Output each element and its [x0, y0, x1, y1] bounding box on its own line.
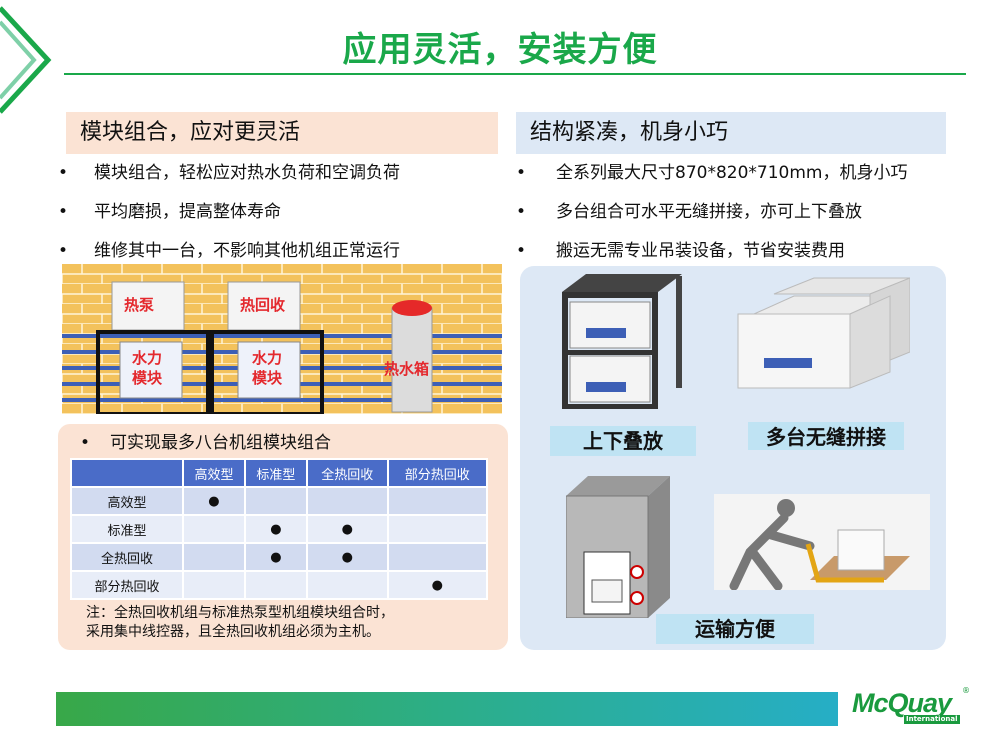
- table-cell: [182, 570, 246, 600]
- heat-recovery-label: 热回收: [240, 296, 286, 314]
- right-bullet-3-text: 搬运无需专业吊装设备，节省安装费用: [556, 241, 845, 261]
- right-bullet-2: •多台组合可水平无缝拼接，亦可上下叠放: [516, 202, 862, 222]
- table-cell: [386, 514, 489, 544]
- table-cell: [305, 486, 389, 516]
- right-bullet-1: •全系列最大尺寸870*820*710mm，机身小巧: [516, 163, 908, 183]
- side-by-side-units-illustration: [737, 277, 910, 389]
- mcquay-logo: McQuay International ®: [852, 686, 972, 728]
- brick-wall-illustration: [62, 264, 502, 414]
- left-bullet-1-text: 模块组合，轻松应对热水负荷和空调负荷: [94, 163, 400, 183]
- left-bullet-3-text: 维修其中一台，不影响其他机组正常运行: [94, 241, 400, 261]
- left-bullet-1: •模块组合，轻松应对热水负荷和空调负荷: [58, 163, 400, 183]
- table-cell: [182, 514, 246, 544]
- left-bullet-2-text: 平均磨损，提高整体寿命: [94, 202, 281, 222]
- stacked-units-illustration: [562, 274, 682, 409]
- table-header: 标准型: [243, 458, 308, 488]
- table-note: 注：全热回收机组与标准热泵型机组模块组合时， 采用集中线控器，且全热回收机组必须…: [86, 604, 394, 642]
- page-title: 应用灵活，安装方便: [342, 30, 658, 70]
- table-row-label: 部分热回收: [70, 570, 184, 600]
- table-header: 部分热回收: [386, 458, 489, 488]
- table-row-label: 标准型: [70, 514, 184, 544]
- caption-side-by-side: 多台无缝拼接: [748, 422, 904, 450]
- table-header: 高效型: [182, 458, 246, 488]
- table-cell: ●: [305, 542, 389, 572]
- table-note-line-1: 注：全热回收机组与标准热泵型机组模块组合时，: [86, 605, 394, 621]
- right-panel-heading: 结构紧凑，机身小巧: [516, 112, 946, 154]
- table-header: 全热回收: [305, 458, 389, 488]
- water-module-2-label: 水力模块: [251, 349, 282, 387]
- right-bullet-2-text: 多台组合可水平无缝拼接，亦可上下叠放: [556, 202, 862, 222]
- combination-bullet-text: 可实现最多八台机组模块组合: [110, 433, 331, 453]
- left-panel-heading: 模块组合，应对更灵活: [66, 112, 498, 154]
- table-row: 标准型 ● ●: [70, 514, 489, 544]
- logo-subtitle: International: [904, 715, 960, 724]
- right-bullet-1-text: 全系列最大尺寸870*820*710mm，机身小巧: [556, 163, 908, 183]
- table-note-line-2: 采用集中线控器，且全热回收机组必须为主机。: [86, 624, 380, 640]
- table-cell: [243, 570, 308, 600]
- module-combination-diagram: 热泵 热回收 水力模块 水力模块 热水箱: [62, 264, 502, 414]
- left-bullet-2: •平均磨损，提高整体寿命: [58, 202, 281, 222]
- table-cell: [305, 570, 389, 600]
- table-cell: ●: [386, 570, 489, 600]
- table-row: 部分热回收 ●: [70, 570, 489, 600]
- left-bullet-3: •维修其中一台，不影响其他机组正常运行: [58, 241, 400, 261]
- title-underline: [64, 73, 966, 75]
- table-row-label: 全热回收: [70, 542, 184, 572]
- table-cell: [243, 486, 308, 516]
- table-cell: [182, 542, 246, 572]
- table-row-label: 高效型: [70, 486, 184, 516]
- water-module-1-label: 水力模块: [131, 349, 162, 387]
- table-header: [70, 458, 184, 488]
- hot-water-tank-label: 热水箱: [384, 360, 430, 378]
- elevator-illustration: [566, 476, 670, 618]
- table-row: 全热回收 ● ●: [70, 542, 489, 572]
- caption-stack: 上下叠放: [550, 426, 696, 456]
- logo-registered: ®: [962, 686, 970, 695]
- table-cell: ●: [305, 514, 389, 544]
- table-row: 高效型 ●: [70, 486, 489, 516]
- chevron-decoration: [0, 6, 52, 114]
- heat-pump-label: 热泵: [124, 296, 155, 314]
- footer-bar: [56, 692, 838, 726]
- logo-wordmark: McQuay: [852, 688, 952, 718]
- right-bullet-3: •搬运无需专业吊装设备，节省安装费用: [516, 241, 845, 261]
- caption-transport: 运输方便: [656, 614, 814, 644]
- table-cell: [386, 542, 489, 572]
- table-header-row: 高效型 标准型 全热回收 部分热回收: [70, 458, 489, 488]
- combination-table: 高效型 标准型 全热回收 部分热回收 高效型 ● 标准型 ● ● 全热回收 ● …: [70, 458, 489, 600]
- table-cell: ●: [243, 542, 308, 572]
- table-cell: [386, 486, 489, 516]
- combination-bullet: •可实现最多八台机组模块组合: [80, 433, 331, 453]
- table-cell: ●: [182, 486, 246, 516]
- transport-illustration: [714, 494, 930, 590]
- table-cell: ●: [243, 514, 308, 544]
